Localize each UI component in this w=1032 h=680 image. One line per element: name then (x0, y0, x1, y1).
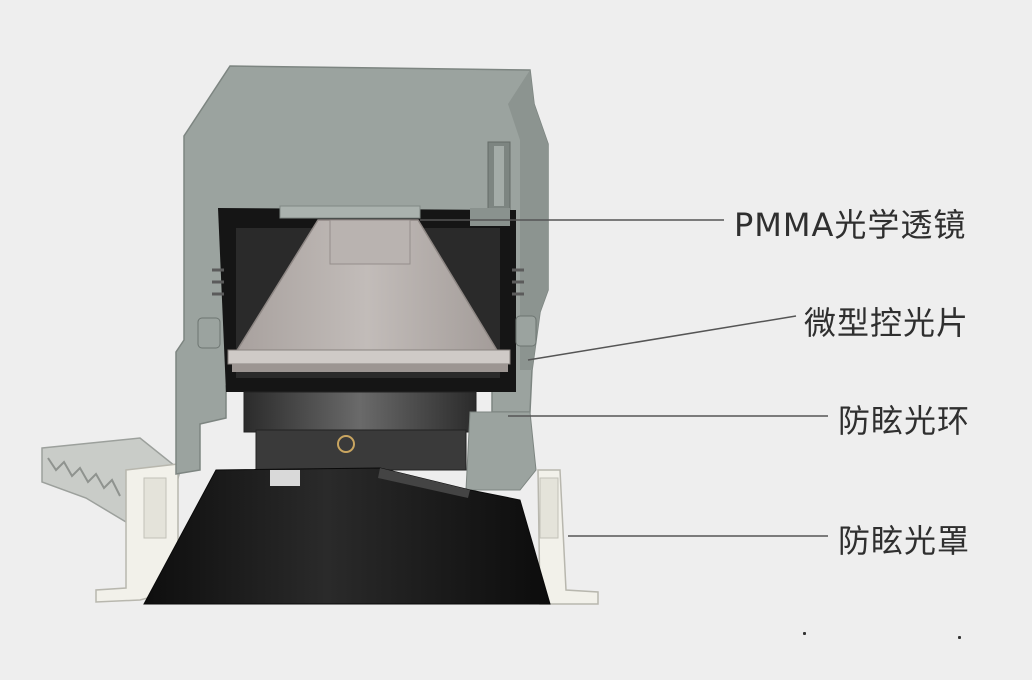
label-pmma-lens: PMMA光学透镜 (734, 206, 967, 244)
micro-control-sheet (227, 349, 511, 372)
housing-skirt (465, 411, 537, 491)
anti-glare-ring-part (243, 391, 477, 471)
dust-speck (958, 636, 961, 639)
label-anti-glare-cover: 防眩光罩 (838, 522, 971, 560)
leader-line-micro-control (527, 315, 797, 361)
leader-lines (420, 219, 828, 537)
led-board (279, 205, 510, 226)
label-micro-control-sheet: 微型控光片 (804, 304, 970, 342)
label-anti-glare-ring: 防眩光环 (838, 402, 971, 440)
anti-glare-cover-part (143, 467, 551, 605)
dust-speck (803, 632, 806, 635)
pmma-lens (234, 219, 500, 353)
trim-flange (95, 463, 599, 605)
